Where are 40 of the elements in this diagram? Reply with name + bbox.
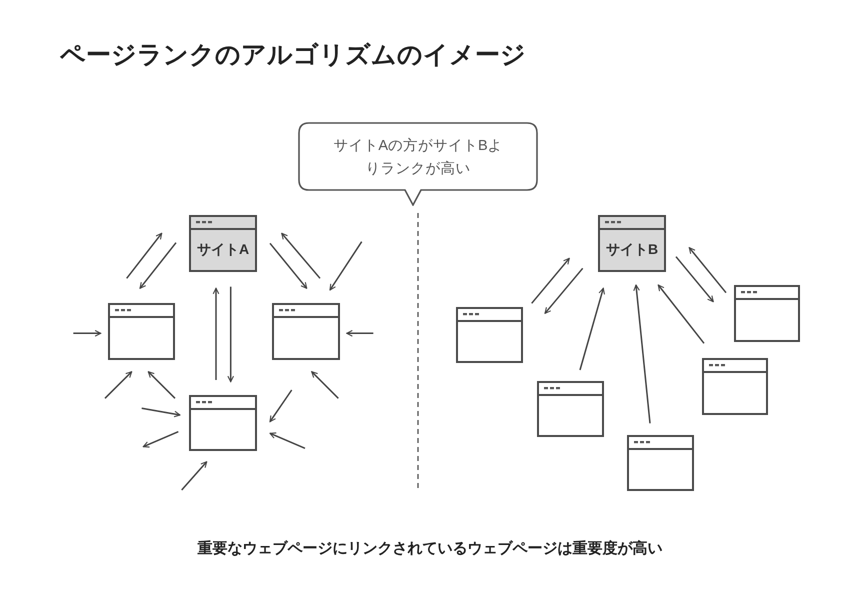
browser-window: [456, 307, 523, 363]
arrow: [675, 256, 714, 302]
bubble-text: サイトAの方がサイトBよりランクが高い: [333, 136, 503, 179]
arrow: [531, 258, 570, 304]
arrow: [269, 390, 292, 422]
arrow: [544, 268, 584, 314]
arrow: [269, 242, 308, 289]
arrow: [148, 371, 176, 399]
browser-window: [272, 303, 340, 360]
arrow: [126, 232, 162, 279]
browser-window: [734, 285, 800, 342]
arrow: [227, 286, 234, 382]
browser-window: [189, 395, 257, 451]
title: ページランクのアルゴリズムのイメージ: [60, 40, 526, 71]
arrow: [329, 241, 362, 291]
arrow: [104, 371, 132, 399]
arrow: [73, 330, 102, 337]
browser-window: [627, 435, 694, 491]
arrow: [281, 232, 321, 279]
arrow: [142, 431, 179, 448]
browser-window: [108, 303, 175, 360]
arrow: [688, 247, 727, 294]
arrow: [346, 330, 374, 337]
speech-bubble: [298, 122, 538, 206]
arrow: [181, 461, 208, 490]
arrow: [139, 242, 177, 289]
arrow: [311, 371, 339, 399]
arrow: [633, 284, 651, 424]
arrow: [658, 284, 705, 344]
site-label: サイトB: [606, 241, 658, 259]
arrow: [212, 288, 220, 380]
browser-window: [598, 215, 666, 272]
arrow: [269, 432, 306, 449]
site-label: サイトA: [196, 241, 250, 259]
browser-window: [189, 215, 257, 272]
browser-window: [702, 358, 768, 415]
browser-window: [537, 381, 604, 437]
caption: 重要なウェブページにリンクされているウェブページは重要度が高い: [196, 539, 664, 558]
arrow: [142, 408, 181, 418]
arrow: [579, 288, 605, 370]
